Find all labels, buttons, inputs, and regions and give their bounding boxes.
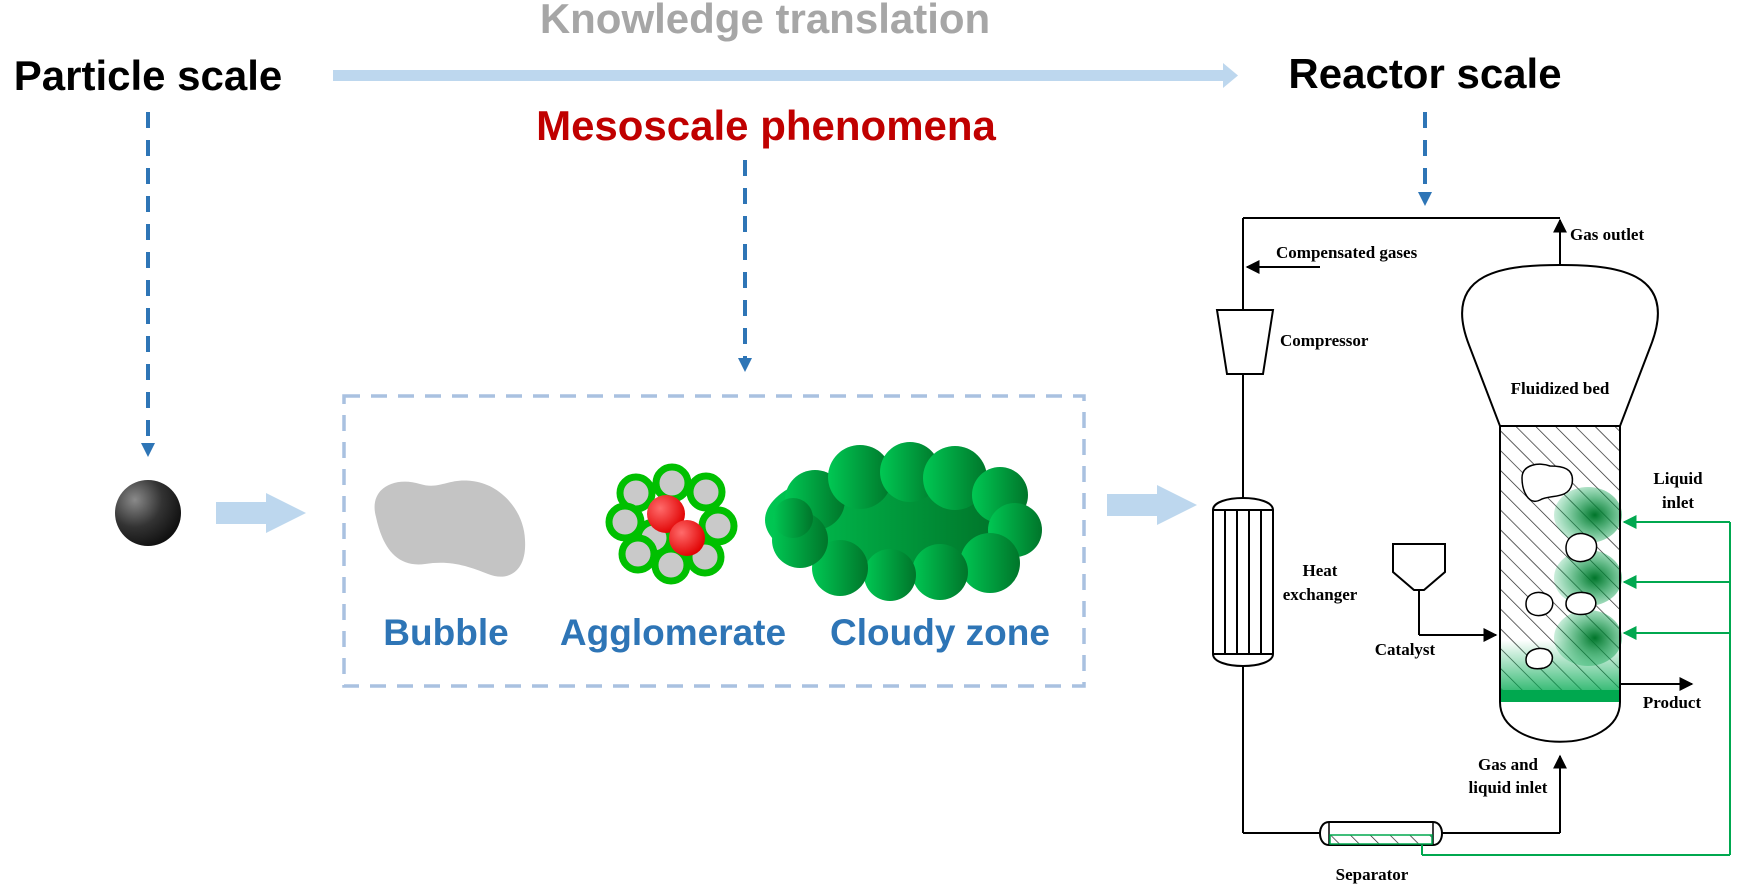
reactor-process-diagram	[1212, 217, 1694, 834]
compensated-gases-label: Compensated gases	[1276, 243, 1418, 262]
separator-vessel	[1319, 821, 1443, 846]
flow-arrow-meso-to-reactor	[1107, 485, 1197, 525]
agglomerate-red-particle	[669, 520, 705, 556]
catalyst-label: Catalyst	[1375, 640, 1436, 659]
cloudy-zone-label: Cloudy zone	[830, 612, 1050, 653]
knowledge-translation-title: Knowledge translation	[540, 0, 990, 42]
flow-arrow-particle-to-meso	[216, 493, 306, 533]
particle-cluster-icon	[605, 463, 738, 585]
gray-blob-icon	[374, 480, 526, 577]
reactor-scale-label: Reactor scale	[1288, 50, 1561, 97]
compressor-label: Compressor	[1280, 331, 1369, 350]
dark-sphere-icon	[115, 480, 181, 546]
knowledge-translation-arrow	[333, 63, 1238, 88]
separator-label: Separator	[1336, 865, 1409, 884]
liquid-inlet-label: Liquid	[1653, 469, 1703, 488]
agglomerate-label: Agglomerate	[560, 612, 786, 653]
particle-scale-label: Particle scale	[14, 52, 283, 99]
heat-exchanger-label: Heat	[1303, 561, 1338, 580]
liquid-inlet-label-line2: inlet	[1662, 493, 1694, 512]
fluidized-bed-vessel	[1461, 263, 1659, 743]
agglomerate-red-particle	[647, 495, 685, 533]
bubble-label: Bubble	[383, 612, 508, 653]
reactor-down-arrow	[1418, 112, 1432, 206]
mesoscale-down-arrow	[738, 160, 752, 372]
green-cloud-icon	[765, 442, 1042, 601]
gas-outlet-label: Gas outlet	[1570, 225, 1644, 244]
gas-liquid-inlet-label-line2: liquid inlet	[1469, 778, 1548, 797]
gas-liquid-inlet-label: Gas and	[1478, 755, 1539, 774]
product-label: Product	[1643, 693, 1702, 712]
particle-down-arrow	[141, 112, 155, 457]
fluidized-bed-label: Fluidized bed	[1511, 379, 1610, 398]
liquid-recycle-lines	[1421, 515, 1731, 856]
mesoscale-phenomena-title: Mesoscale phenomena	[536, 102, 996, 149]
heat-exchanger-label-line2: exchanger	[1283, 585, 1358, 604]
